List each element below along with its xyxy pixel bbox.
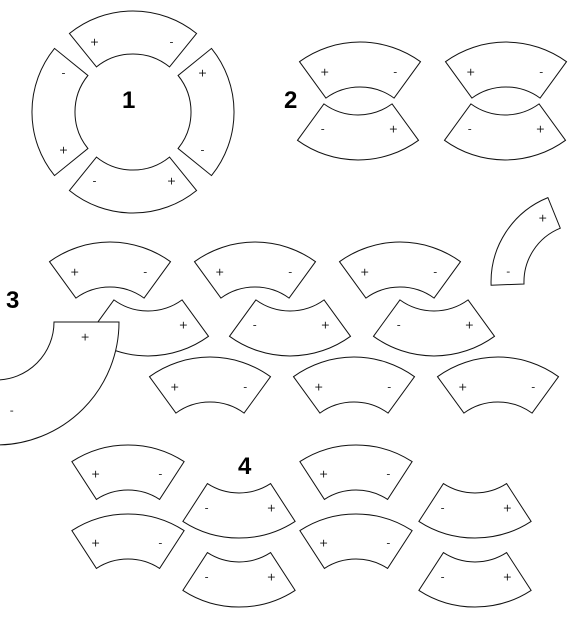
minus-mark: - bbox=[93, 175, 97, 188]
plus-mark: + bbox=[170, 381, 179, 394]
plus-mark: + bbox=[267, 502, 276, 515]
plus-mark: + bbox=[466, 66, 475, 79]
minus-mark: - bbox=[205, 502, 209, 515]
arc-segment bbox=[299, 444, 413, 501]
plus-mark: + bbox=[167, 175, 176, 188]
minus-mark: - bbox=[158, 467, 162, 480]
arc-segment bbox=[193, 241, 317, 299]
arc-segment bbox=[443, 103, 567, 161]
plus-mark: + bbox=[319, 536, 328, 549]
arc-segment bbox=[298, 41, 422, 99]
arc-segment bbox=[31, 47, 89, 177]
minus-mark: - bbox=[531, 381, 535, 394]
arc-segment bbox=[177, 47, 235, 177]
minus-mark: - bbox=[397, 318, 401, 331]
arc-segment bbox=[148, 356, 272, 414]
arc-segment bbox=[182, 482, 296, 539]
arc-segment bbox=[0, 321, 120, 446]
minus-mark: - bbox=[387, 381, 391, 394]
plus-mark: + bbox=[321, 318, 330, 331]
arc-segment bbox=[292, 356, 416, 414]
plus-mark: + bbox=[538, 212, 547, 225]
group-label-4: 4 bbox=[238, 453, 252, 480]
group-label-1: 1 bbox=[122, 87, 135, 114]
plus-mark: + bbox=[70, 266, 79, 279]
plus-mark: + bbox=[80, 331, 89, 344]
minus-mark: - bbox=[205, 571, 209, 584]
plus-mark: + bbox=[314, 381, 323, 394]
arc-segment bbox=[71, 444, 185, 501]
plus-mark: + bbox=[198, 67, 207, 80]
arc-segment bbox=[71, 513, 185, 570]
plus-mark: + bbox=[90, 36, 99, 49]
minus-mark: - bbox=[386, 467, 390, 480]
arc-segment bbox=[418, 482, 532, 539]
plus-mark: + bbox=[91, 536, 100, 549]
minus-mark: - bbox=[243, 381, 247, 394]
minus-mark: - bbox=[288, 266, 292, 279]
plus-mark: + bbox=[360, 266, 369, 279]
plus-mark: + bbox=[91, 467, 100, 480]
arc-segment bbox=[418, 551, 532, 608]
plus-mark: + bbox=[319, 467, 328, 480]
minus-mark: - bbox=[386, 536, 390, 549]
plus-mark: + bbox=[215, 266, 224, 279]
minus-mark: - bbox=[158, 536, 162, 549]
minus-mark: - bbox=[441, 502, 445, 515]
arc-segment bbox=[68, 156, 198, 214]
plus-mark: + bbox=[536, 122, 545, 135]
minus-mark: - bbox=[170, 36, 174, 49]
group-label-3: 3 bbox=[6, 287, 19, 314]
plus-mark: + bbox=[320, 66, 329, 79]
minus-mark: - bbox=[143, 266, 147, 279]
plus-mark: + bbox=[389, 122, 398, 135]
plus-mark: + bbox=[267, 571, 276, 584]
minus-mark: - bbox=[433, 266, 437, 279]
arc-segment bbox=[444, 41, 568, 99]
plus-mark: + bbox=[179, 318, 188, 331]
minus-mark: - bbox=[539, 66, 543, 79]
plus-mark: + bbox=[59, 144, 68, 157]
group-label-2: 2 bbox=[284, 87, 297, 114]
arc-segment bbox=[338, 241, 462, 299]
plus-mark: + bbox=[465, 318, 474, 331]
plus-mark: + bbox=[503, 502, 512, 515]
arc-segment bbox=[299, 513, 413, 570]
segments-layer: - + - + - + - + - + - + - + - + - + - + - + - + - + - + - + - + - + - + + - - +… bbox=[0, 10, 568, 608]
minus-mark: - bbox=[321, 122, 325, 135]
arc-segment bbox=[490, 196, 561, 286]
arc-segment bbox=[296, 103, 420, 161]
minus-mark: - bbox=[62, 67, 66, 80]
plus-mark: + bbox=[458, 381, 467, 394]
minus-mark: - bbox=[201, 144, 205, 157]
minus-mark: - bbox=[506, 265, 510, 278]
arc-segment bbox=[372, 299, 496, 357]
minus-mark: - bbox=[253, 318, 257, 331]
minus-mark: - bbox=[441, 571, 445, 584]
plus-mark: + bbox=[503, 571, 512, 584]
minus-mark: - bbox=[393, 66, 397, 79]
arc-segment bbox=[68, 10, 198, 68]
arc-segment bbox=[182, 551, 296, 608]
arc-segment bbox=[228, 299, 352, 357]
arc-segment bbox=[48, 241, 172, 299]
minus-mark: - bbox=[468, 122, 472, 135]
arc-segment bbox=[436, 356, 560, 414]
minus-mark: - bbox=[10, 404, 14, 417]
